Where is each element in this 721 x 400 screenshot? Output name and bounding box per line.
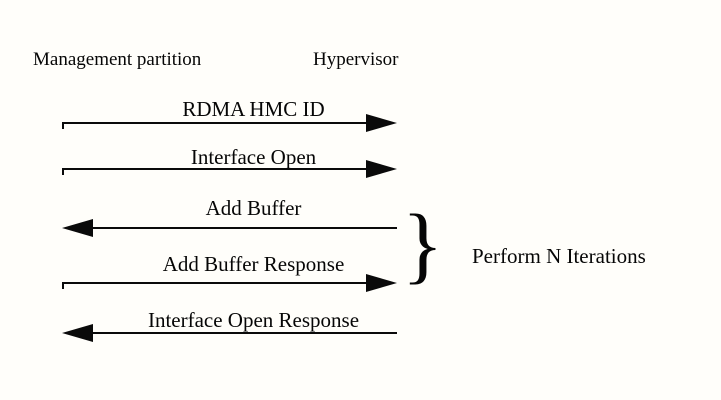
- message-label-rdma-hmc-id: RDMA HMC ID: [182, 97, 325, 121]
- arrowhead-right-icon: [366, 160, 397, 178]
- arrowhead-right-icon: [366, 274, 397, 292]
- actor-hypervisor: Hypervisor: [313, 49, 399, 70]
- group-label-perform-n-iterations: Perform N Iterations: [472, 244, 646, 268]
- message-line: [92, 227, 397, 229]
- message-line: [92, 332, 397, 334]
- message-label-add-buffer: Add Buffer: [205, 196, 302, 220]
- message-line: [62, 282, 368, 284]
- message-label-interface-open: Interface Open: [190, 145, 317, 169]
- line-end-tick: [62, 168, 64, 175]
- group-brace: }: [402, 196, 444, 292]
- line-end-tick: [62, 122, 64, 129]
- message-label-interface-open-response: Interface Open Response: [147, 308, 360, 332]
- arrowhead-right-icon: [366, 114, 397, 132]
- arrowhead-left-icon: [62, 324, 93, 342]
- message-line: [62, 122, 368, 124]
- message-line: [62, 168, 368, 170]
- arrowhead-left-icon: [62, 219, 93, 237]
- message-label-add-buffer-response: Add Buffer Response: [162, 252, 345, 276]
- line-end-tick: [62, 282, 64, 289]
- actor-management-partition: Management partition: [33, 49, 202, 70]
